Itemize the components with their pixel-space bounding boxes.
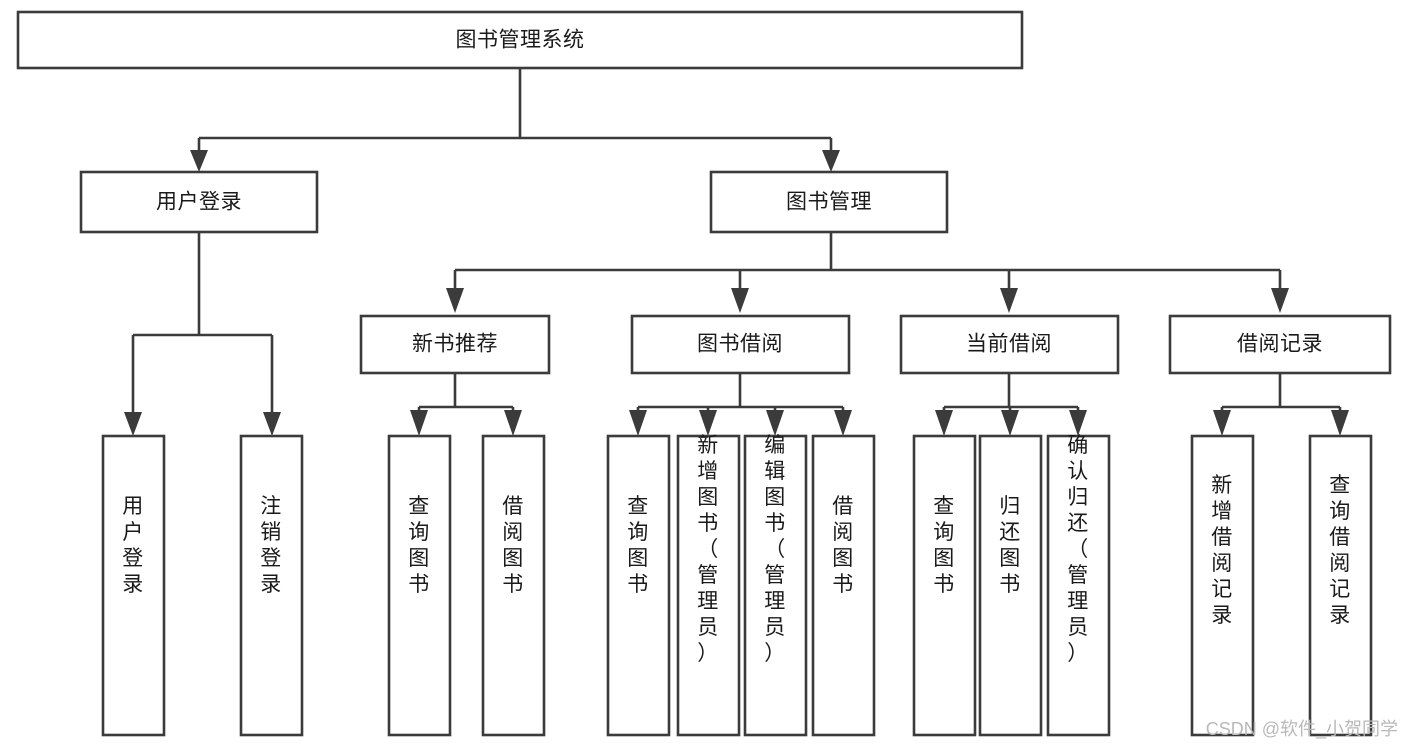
leaf-node-query-book-borrow-box[interactable]	[606, 434, 671, 737]
leaf-node-return-book-label: 归还图书	[999, 495, 1021, 596]
leaf-node-query-borrow-record[interactable]: 查询借阅记录	[1308, 434, 1373, 737]
csdn-watermark: CSDN @软件_小贺同学	[1206, 719, 1398, 740]
leaf-node-query-borrow-record-label: 查询借阅记录	[1329, 474, 1351, 627]
leaf-node-query-book-current-box[interactable]	[912, 434, 977, 737]
arrow-head-leaf-logout	[263, 412, 281, 436]
arrow-head-current-borrow	[1000, 288, 1018, 313]
node-user-login-label: 用户登录	[156, 191, 242, 214]
node-root-system-box[interactable]	[16, 10, 1024, 70]
leaf-node-edit-book-label: 编辑图书（管理员）	[764, 434, 786, 665]
leaf-node-add-book-label: 新增图书（管理员）	[697, 434, 719, 665]
node-user-login[interactable]: 用户登录	[79, 170, 319, 234]
leaf-node-add-book-box[interactable]	[676, 434, 741, 737]
node-book-borrow-box[interactable]	[630, 314, 851, 375]
arrow-head-leaf-user-login	[124, 412, 142, 436]
leaf-node-return-book[interactable]: 归还图书	[978, 434, 1043, 737]
leaf-node-user-login-box[interactable]	[101, 434, 166, 737]
leaf-node-add-borrow-record-box[interactable]	[1190, 434, 1255, 737]
leaf-node-logout-box[interactable]	[239, 434, 304, 737]
leaf-node-logout[interactable]: 注销登录	[239, 434, 304, 737]
leaf-node-query-book-borrow-label: 查询图书	[627, 495, 649, 596]
arrow-head-leaf-query-book-3	[935, 410, 953, 436]
node-book-management-label: 图书管理	[786, 191, 872, 214]
leaf-node-borrow-book-label: 借阅图书	[832, 495, 854, 596]
leaf-node-confirm-return[interactable]: 确认归还（管理员）	[1046, 434, 1111, 737]
leaf-node-confirm-return-label: 确认归还（管理员）	[1067, 434, 1089, 665]
leaf-node-borrow-book-box[interactable]	[811, 434, 876, 737]
node-user-login-box[interactable]	[79, 170, 319, 234]
node-borrow-record-box[interactable]	[1168, 314, 1392, 375]
leaf-node-user-login[interactable]: 用户登录	[101, 434, 166, 737]
node-root-system-label: 图书管理系统	[456, 29, 585, 52]
arrow-head-leaf-query-book-2	[629, 410, 647, 436]
node-new-book-recommend[interactable]: 新书推荐	[359, 314, 551, 375]
leaf-node-add-borrow-record[interactable]: 新增借阅记录	[1190, 434, 1255, 737]
node-book-borrow[interactable]: 图书借阅	[630, 314, 851, 375]
node-book-management[interactable]: 图书管理	[709, 170, 949, 234]
node-new-book-recommend-label: 新书推荐	[412, 333, 498, 356]
leaf-node-return-book-box[interactable]	[978, 434, 1043, 737]
leaf-node-add-book[interactable]: 新增图书（管理员）	[676, 434, 741, 737]
node-current-borrow[interactable]: 当前借阅	[899, 314, 1120, 375]
leaf-node-query-book-recommend-label: 查询图书	[408, 495, 430, 596]
leaf-node-logout-label: 注销登录	[260, 495, 282, 596]
arrow-head-leaf-edit-book	[766, 410, 784, 436]
leaf-node-add-borrow-record-label: 新增借阅记录	[1211, 474, 1233, 627]
leaf-node-edit-book-box[interactable]	[743, 434, 808, 737]
node-book-management-box[interactable]	[709, 170, 949, 234]
leaf-node-query-book-recommend-box[interactable]	[387, 434, 452, 737]
arrow-head-userlogin	[190, 150, 208, 172]
leaf-node-confirm-return-box[interactable]	[1046, 434, 1111, 737]
arrow-head-leaf-borrow-book-2	[834, 410, 852, 436]
connector-layer	[124, 68, 1349, 436]
arrow-head-leaf-confirm-return	[1069, 410, 1087, 436]
arrow-head-leaf-add-record	[1213, 410, 1231, 436]
node-borrow-record[interactable]: 借阅记录	[1168, 314, 1392, 375]
node-root-system[interactable]: 图书管理系统	[16, 10, 1024, 70]
leaf-node-edit-book[interactable]: 编辑图书（管理员）	[743, 434, 808, 737]
node-current-borrow-label: 当前借阅	[966, 333, 1052, 356]
leaf-node-query-book-borrow[interactable]: 查询图书	[606, 434, 671, 737]
leaf-node-query-book-recommend[interactable]: 查询图书	[387, 434, 452, 737]
arrow-head-leaf-query-record	[1331, 410, 1349, 436]
arrow-head-leaf-add-book	[699, 410, 717, 436]
arrow-head-book-borrow	[731, 288, 749, 313]
arrow-head-leaf-query-book-1	[410, 410, 428, 436]
leaf-node-borrow-book-recommend-label: 借阅图书	[502, 495, 524, 596]
node-borrow-record-label: 借阅记录	[1237, 333, 1323, 356]
arrow-head-bookmgmt	[822, 150, 840, 172]
leaf-node-user-login-label: 用户登录	[122, 495, 144, 596]
arrow-head-leaf-borrow-book-1	[504, 410, 522, 436]
node-current-borrow-box[interactable]	[899, 314, 1120, 375]
leaf-node-query-borrow-record-box[interactable]	[1308, 434, 1373, 737]
leaf-node-borrow-book[interactable]: 借阅图书	[811, 434, 876, 737]
leaf-node-query-book-current[interactable]: 查询图书	[912, 434, 977, 737]
leaf-node-borrow-book-recommend[interactable]: 借阅图书	[481, 434, 546, 737]
node-new-book-recommend-box[interactable]	[359, 314, 551, 375]
arrow-head-borrow-record	[1271, 288, 1289, 313]
leaf-node-query-book-current-label: 查询图书	[933, 495, 955, 596]
arrow-head-leaf-return-book	[1001, 410, 1019, 436]
leaf-node-borrow-book-recommend-box[interactable]	[481, 434, 546, 737]
node-book-borrow-label: 图书借阅	[697, 333, 783, 356]
arrow-head-new-book	[446, 288, 464, 313]
